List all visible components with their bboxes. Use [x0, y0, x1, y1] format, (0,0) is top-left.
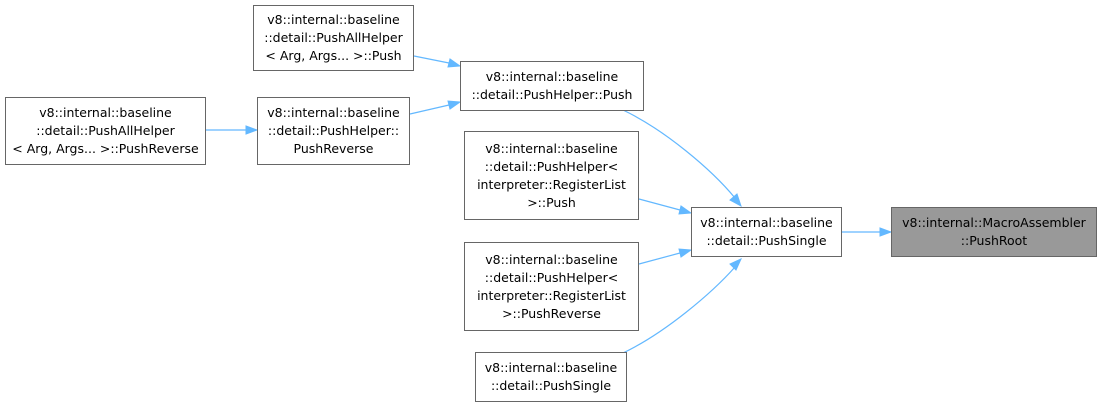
- node-label-line: ::PushRoot: [960, 233, 1028, 248]
- edge-reglistreverse-to-pushsingle: [638, 252, 681, 265]
- node-label-line: < Arg, Args... >::PushReverse: [12, 141, 199, 156]
- node-label-line: >::PushReverse: [502, 305, 601, 321]
- node-label-line: >::Push: [527, 194, 576, 210]
- node-label-line: v8::internal::MacroAssembler: [902, 215, 1086, 230]
- edge-arrow: [447, 58, 462, 68]
- edge-arrow: [678, 248, 693, 258]
- node-label-line: ::detail::PushHelper::: [267, 123, 400, 138]
- node-label-line: ::detail::PushAllHelper: [264, 30, 403, 45]
- edge-arrow: [729, 257, 743, 271]
- node-pushhelper-push[interactable]: v8::internal::baseline::detail::PushHelp…: [460, 61, 644, 111]
- node-label-line: v8::internal::baseline: [39, 105, 172, 120]
- node-label-line: interpreter::RegisterList: [477, 176, 626, 192]
- edge-helperreverse-to-helperpush: [409, 104, 450, 115]
- node-pushallhelper-pushreverse[interactable]: v8::internal::baseline::detail::PushAllH…: [5, 97, 206, 165]
- edge-arrow: [678, 205, 693, 215]
- edge-arrow: [729, 193, 742, 208]
- node-label-line: PushReverse: [293, 141, 374, 156]
- node-label-line: v8::internal::baseline: [700, 215, 833, 230]
- edge-arrow: [245, 125, 259, 135]
- edge-reglistpush-to-pushsingle: [638, 198, 681, 211]
- node-label-line: ::detail::PushSingle: [490, 378, 612, 393]
- edge-allhelperpush-to-helperpush: [413, 55, 450, 64]
- node-pushallhelper-push[interactable]: v8::internal::baseline::detail::PushAllH…: [253, 5, 414, 71]
- node-label-line: v8::internal::baseline: [485, 251, 618, 267]
- node-pushsingle[interactable]: v8::internal::baseline::detail::PushSing…: [691, 207, 842, 257]
- edge-arrow: [447, 100, 462, 110]
- node-label-line: ::detail::PushHelper<: [484, 158, 619, 174]
- node-label-line: v8::internal::baseline: [485, 140, 618, 156]
- node-label-line: interpreter::RegisterList: [477, 287, 626, 303]
- node-label-line: v8::internal::baseline: [484, 360, 618, 375]
- node-label-line: v8::internal::baseline: [267, 105, 400, 120]
- edge-arrow: [879, 227, 893, 237]
- node-pushsingle-caller[interactable]: v8::internal::baseline::detail::PushSing…: [475, 352, 627, 402]
- edge-helperpush-to-pushsingle: [622, 109, 736, 199]
- node-label-line: < Arg, Args... >::Push: [265, 48, 402, 63]
- node-label-line: ::detail::PushSingle: [706, 233, 827, 248]
- node-label-line: v8::internal::baseline: [485, 69, 619, 84]
- node-label-line: ::detail::PushAllHelper: [36, 123, 175, 138]
- node-pushhelper-registerlist-pushreverse[interactable]: v8::internal::baseline::detail::PushHelp…: [464, 242, 639, 331]
- node-label-line: v8::internal::baseline: [267, 12, 400, 27]
- node-label-line: ::detail::PushHelper::Push: [471, 87, 633, 102]
- node-pushhelper-registerlist-push[interactable]: v8::internal::baseline::detail::PushHelp…: [464, 131, 639, 220]
- node-label-line: ::detail::PushHelper<: [484, 269, 619, 285]
- edge-pushsinglecaller-to-pushsingle: [622, 266, 736, 354]
- node-pushhelper-pushreverse[interactable]: v8::internal::baseline::detail::PushHelp…: [257, 97, 410, 165]
- node-macroassembler-pushroot: v8::internal::MacroAssembler::PushRoot: [891, 207, 1097, 257]
